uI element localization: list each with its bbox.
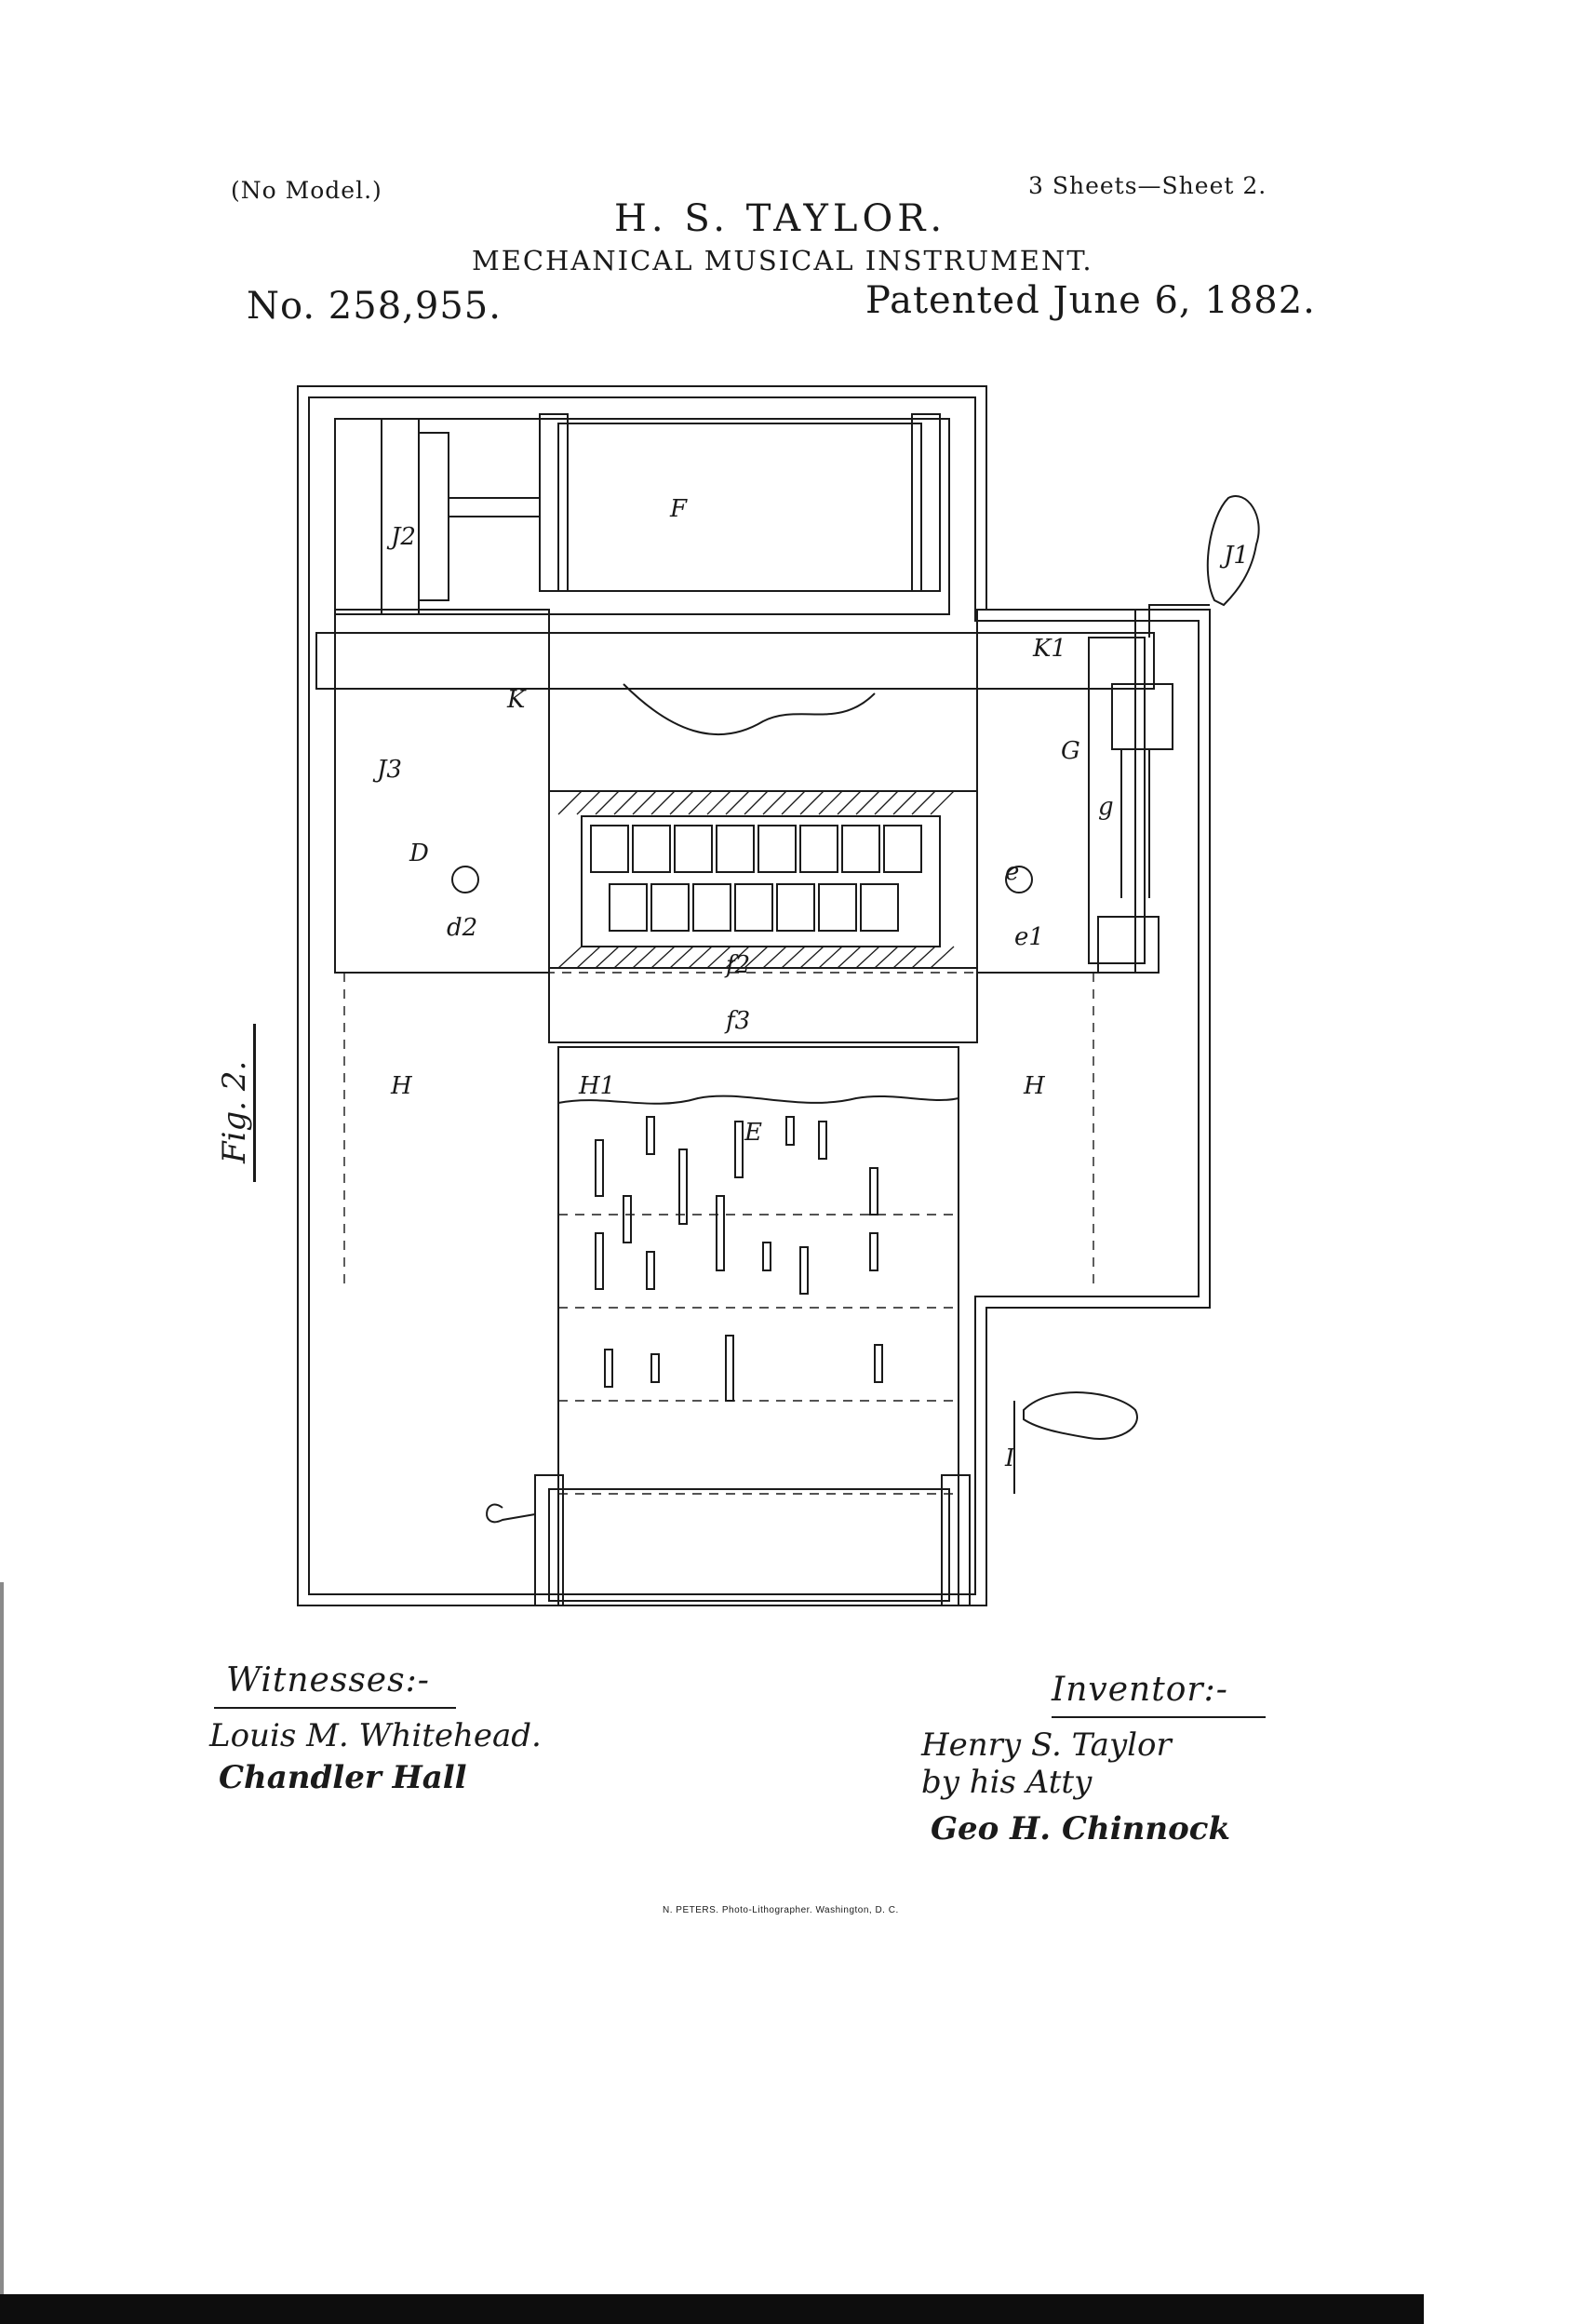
- ref-letter-j3: J3: [372, 756, 402, 784]
- right-side-block: [976, 609, 1136, 974]
- patent-date: Patented June 6, 1882.: [865, 279, 1316, 322]
- music-sheet: [557, 1046, 959, 1606]
- roller-end-left: [539, 413, 569, 592]
- ref-letter-e1: e1: [1014, 923, 1044, 951]
- gear-wheel-1: [381, 418, 420, 615]
- page-left-edge: [0, 1582, 4, 2324]
- ref-letter-f2: f2: [724, 951, 750, 979]
- cutaway-edge: [623, 683, 876, 735]
- ref-letter-g: G: [1061, 737, 1080, 765]
- ref-letter-h-left: H: [390, 1072, 413, 1100]
- witnesses-heading: Witnesses:-: [226, 1661, 430, 1699]
- witness-signature-2: Chandler Hall: [219, 1759, 467, 1796]
- ref-letter-k: K: [506, 686, 527, 714]
- patent-number: No. 258,955.: [247, 285, 502, 328]
- winding-frame: [1088, 637, 1146, 964]
- patent-drawing: J2 F J3 D d2 H H H1 E K1 K J1 G g I f2 f…: [297, 385, 1260, 1606]
- figure-label-underline: [253, 1024, 256, 1182]
- perforation-slots: [595, 1116, 883, 1402]
- ref-letter-k1: K1: [1032, 635, 1066, 663]
- ref-letter-g-small: g: [1098, 793, 1114, 821]
- inventor-heading-rule: [1052, 1716, 1266, 1718]
- housing-hatching: [557, 790, 955, 969]
- upper-crank-handle: [1206, 495, 1260, 607]
- roller-end-right: [911, 413, 941, 592]
- upper-crank-arm: [1148, 604, 1210, 638]
- frame-top: [334, 418, 950, 615]
- dashed-guides: [343, 972, 1094, 1495]
- top-roller: [557, 423, 922, 592]
- lower-crank-handle: [1023, 1391, 1138, 1440]
- ref-letter-d: D: [409, 840, 429, 867]
- model-note: (No Model.): [231, 177, 382, 204]
- sheet-tear-edge: [557, 1095, 959, 1105]
- attorney-signature: Geo H. Chinnock: [931, 1810, 1231, 1847]
- patent-title: MECHANICAL MUSICAL INSTRUMENT.: [472, 245, 1093, 276]
- attorney-by-line: by his Atty: [921, 1764, 1093, 1801]
- ref-letter-f3: f3: [724, 1007, 750, 1035]
- hammer-blocks: [590, 825, 922, 932]
- right-pivot: [1005, 866, 1033, 893]
- witness-signature-1: Louis M. Whitehead.: [209, 1717, 542, 1754]
- figure-label-text: Fig. 2.: [216, 1060, 253, 1163]
- witnesses-heading-rule: [214, 1707, 456, 1709]
- ref-letter-d2: d2: [447, 914, 477, 942]
- left-side-block: [334, 609, 550, 974]
- bottom-roller: [548, 1488, 950, 1602]
- lithographer-credit: N. PETERS. Photo-Lithographer. Washingto…: [663, 1905, 899, 1915]
- gear-wheel-2: [418, 432, 449, 601]
- hammer-housing-inner: [581, 815, 941, 947]
- inventor-name: H. S. TAYLOR.: [614, 197, 947, 240]
- cross-bar: [315, 632, 1155, 690]
- inventor-signature-1: Henry S. Taylor: [921, 1726, 1172, 1764]
- ref-letter-h1: H1: [578, 1072, 615, 1100]
- scan-bottom-bar: [0, 2294, 1424, 2324]
- bottom-roller-end-left: [534, 1474, 564, 1606]
- base-board-inner: [308, 396, 1200, 1595]
- figure-label: Fig. 2.: [216, 1042, 272, 1163]
- ref-letter-j2: J2: [386, 523, 416, 551]
- worm-screw: [1111, 683, 1173, 750]
- inventor-heading: Inventor:-: [1052, 1671, 1228, 1709]
- ref-letter-f: F: [669, 495, 688, 523]
- sheet-count: 3 Sheets—Sheet 2.: [1028, 172, 1267, 199]
- ref-letter-h-right: H: [1023, 1072, 1046, 1100]
- ref-letter-j1: J1: [1219, 542, 1249, 570]
- lower-roller: [548, 967, 978, 1043]
- winding-bracket: [1097, 916, 1160, 974]
- ref-letter-i: I: [1004, 1444, 1015, 1472]
- hammer-housing: [548, 790, 978, 969]
- ref-letter-e-small: e: [1005, 858, 1019, 886]
- base-board-outline: [297, 385, 1211, 1606]
- left-key: [486, 1503, 536, 1524]
- bottom-roller-end-right: [941, 1474, 971, 1606]
- ref-letter-e: E: [744, 1119, 762, 1147]
- left-pivot: [451, 866, 479, 893]
